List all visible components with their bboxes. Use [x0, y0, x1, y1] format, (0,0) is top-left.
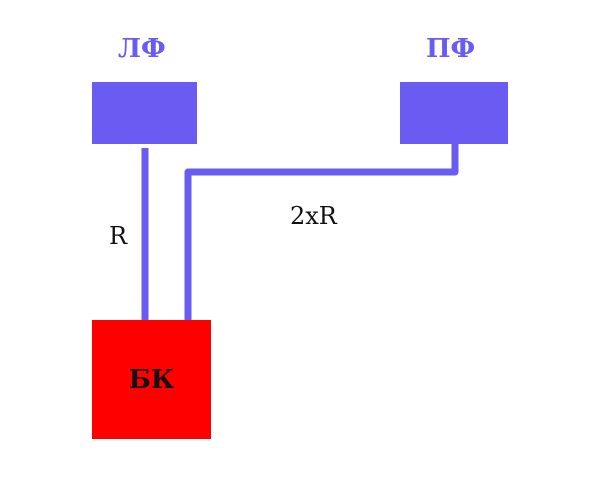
right-cable-label: 2xR	[290, 202, 337, 230]
right-cable	[184, 143, 459, 320]
amplifier-box: БК	[92, 320, 211, 439]
left-speaker-box	[92, 82, 197, 144]
left-speaker-label: ЛФ	[118, 34, 166, 64]
right-speaker-box	[400, 82, 508, 144]
right-speaker-label: ПФ	[426, 34, 476, 64]
left-cable-label: R	[109, 222, 128, 250]
amplifier-label: БК	[128, 364, 175, 395]
